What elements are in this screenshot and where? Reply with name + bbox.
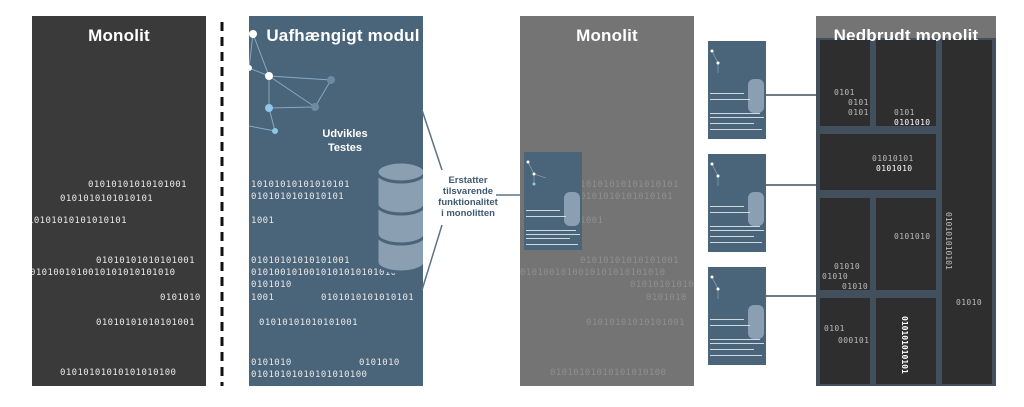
binary-text: 0101010101010101 [60,194,154,204]
binary-text: 0101010 [160,293,201,303]
monolith-fragment: 0101 0101010 [876,40,936,126]
broken-monolith-panel: Nedbrudt monolit 0101 0101 0101 0101 010… [816,16,996,386]
binary-text: 000101 [838,336,870,345]
binary-text: 01010101010101001 [88,180,187,190]
binary-text: 0101010101010101 [251,192,345,202]
binary-text: 0101010101010101 [580,192,674,202]
binary-text: 0101 [848,98,869,107]
binary-text: 01010 [842,282,869,290]
binary-text: 10101010101010101 [251,180,350,190]
module-thumbnail [708,41,766,139]
binary-text: 10101010101010101 [580,180,679,190]
binary-text: 010101010101 [944,212,953,270]
binary-text: 0101010 [894,232,931,241]
monolith-title: Monolit [88,26,150,45]
binary-text: 01010101010101010100 [550,368,667,378]
binary-text: 01010101010101001 [251,256,350,266]
monolith-fragment: 0101 0101 0101 [820,40,870,126]
binary-text: 0101010101010101 [321,293,415,303]
binary-text: 0101010 [251,280,292,290]
module-thumbnail [708,267,766,365]
module-title: Uafhængigt modul [266,26,420,45]
monolith-fragment: 010101010101 [876,298,936,384]
network-graphic [526,160,580,245]
connector-lines [421,109,524,291]
test-label: Testes [327,142,363,154]
replace-line: i monolitten [441,208,495,219]
binary-text: 0101010 [876,164,913,173]
binary-text: 010101010101 [900,316,909,374]
monolith-title: Monolit [576,26,638,45]
binary-text: 0101010101010101 [630,280,694,290]
module-thumbnail [708,154,766,252]
replace-line: Erstatter [448,175,488,186]
binary-text: 0101010 [359,358,400,368]
binary-text: 0101 [824,324,845,333]
replace-line: tilsvarende [442,186,494,197]
monolith-fragment: 0101010 [876,198,936,290]
binary-text: 0101010 [894,118,931,126]
binary-text: 01010101 [872,154,914,163]
binary-text: 1001 [580,216,604,226]
binary-text: 01010 [822,272,849,281]
broken-title-bar [816,16,996,38]
binary-text: 0101 [894,108,915,117]
binary-text: 0101 [834,88,855,97]
replace-label: Erstatter tilsvarende funktionalitet i m… [432,175,504,219]
binary-text: 1001 [251,216,275,226]
binary-text: 01010 [956,298,983,307]
network-graphic [710,162,764,243]
replace-line: funktionalitet [438,197,498,208]
binary-text: 1001 [251,293,275,303]
connector-lines [766,94,818,297]
monolith-fragment: 01010 01010 01010 [820,198,870,290]
binary-text: 01010101010101001 [586,318,685,328]
binary-text: 0101001010010101010101010 [32,268,176,278]
network-graphic [710,49,764,130]
dashed-divider [220,22,224,386]
binary-text: 0101010 [646,293,687,303]
database-icon [375,160,423,274]
module-panel: Uafhængigt modul Udvikles Testes 1010101… [249,16,423,386]
binary-text: 01010101010101010100 [251,370,368,380]
monolith-fragment: 0101 000101 [820,298,870,384]
binary-text: 01010101010101001 [96,318,195,328]
binary-text: 10101010101010101 [32,216,127,226]
module-thumbnail [524,152,582,250]
binary-text: 0101 [848,108,869,117]
monolith-panel: Monolit 10101010101010101 01010101010101… [520,16,694,386]
network-graphic [710,275,764,356]
binary-text: 0101001010010101010101010 [251,268,397,278]
binary-text: 01010101010101010100 [60,368,177,378]
develop-label: Udvikles [322,128,368,140]
monolith-panel: Monolit 01010101010101001 01010101010101… [32,16,206,386]
binary-text: 01010101010101001 [580,256,679,266]
monolith-fragment: 010101010101 01010 [942,40,992,384]
binary-text: 01010101010101001 [96,256,195,266]
network-graphic [249,30,335,134]
monolith-fragment: 01010101 0101010 [820,134,936,190]
binary-text: 0101010 [251,358,292,368]
binary-text: 01010 [834,262,861,271]
binary-text: 0101001010010101010101010 [520,268,666,278]
binary-text: 01010101010101001 [259,318,358,328]
